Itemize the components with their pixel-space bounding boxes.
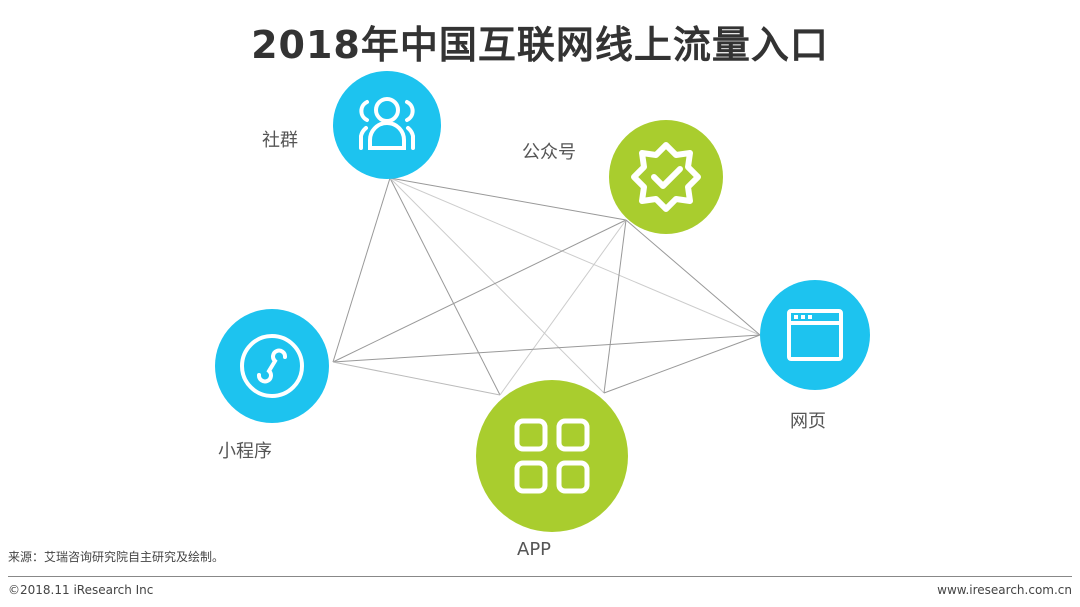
connection-line bbox=[389, 177, 605, 394]
browser-window-icon bbox=[787, 309, 843, 361]
connection-line bbox=[332, 361, 501, 396]
mini-program-icon bbox=[240, 334, 304, 398]
connection-line bbox=[389, 177, 501, 396]
connection-line bbox=[332, 334, 761, 363]
web-label: 网页 bbox=[790, 411, 826, 432]
community-node bbox=[333, 71, 441, 179]
copyright: ©2018.11 iResearch Inc bbox=[8, 583, 154, 597]
connection-line bbox=[332, 219, 627, 363]
website-link[interactable]: www.iresearch.com.cn bbox=[937, 583, 1072, 597]
footer-divider bbox=[8, 576, 1072, 577]
official-account-label: 公众号 bbox=[522, 142, 576, 163]
connection-line bbox=[332, 177, 391, 363]
community-label: 社群 bbox=[262, 130, 298, 151]
web-node bbox=[760, 280, 870, 390]
connection-line bbox=[389, 177, 761, 336]
people-group-icon bbox=[359, 97, 415, 150]
connection-line bbox=[625, 219, 761, 336]
official-account-node bbox=[609, 120, 723, 234]
mini-program-node bbox=[215, 309, 329, 423]
connection-line bbox=[389, 177, 627, 221]
verified-badge-icon bbox=[631, 142, 701, 212]
connection-line bbox=[603, 334, 761, 394]
source-note: 来源：艾瑞咨询研究院自主研究及绘制。 bbox=[8, 550, 225, 564]
page-title: 2018年中国互联网线上流量入口 bbox=[251, 23, 829, 67]
app-label: APP bbox=[517, 539, 552, 560]
app-node bbox=[476, 380, 628, 532]
connection-line bbox=[499, 219, 627, 396]
mini-program-label: 小程序 bbox=[218, 441, 272, 462]
app-grid-icon bbox=[514, 418, 590, 494]
connection-line bbox=[603, 219, 627, 394]
